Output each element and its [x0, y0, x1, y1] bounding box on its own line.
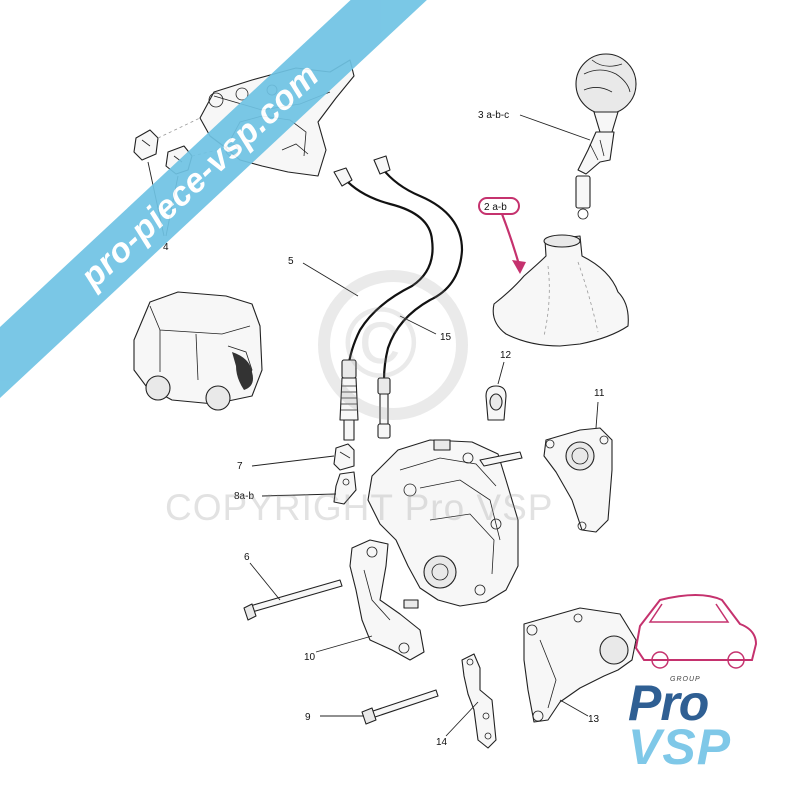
callout-13: 13 — [588, 714, 600, 725]
logo-group-text: GROUP — [670, 676, 701, 683]
bolt-6-part — [243, 579, 343, 621]
logo-car-icon — [634, 594, 758, 669]
callout-4: 4 — [163, 242, 169, 253]
callout-14: 14 — [436, 737, 448, 748]
callout-2: 2 a-b — [484, 202, 507, 213]
bracket-11-part — [543, 427, 613, 533]
callout-7: 7 — [237, 461, 243, 472]
callout-6: 6 — [244, 552, 250, 563]
highlight-arrow-head — [512, 260, 526, 274]
logo-vsp-text: VSP — [628, 719, 732, 775]
callout-8: 8a-b — [234, 491, 254, 502]
callout-12: 12 — [500, 350, 512, 361]
gearbox-part — [367, 439, 523, 609]
provsp-logo: GROUP Pro VSP — [618, 588, 788, 788]
car-thumbnail — [133, 291, 263, 411]
highlight-circle — [478, 197, 520, 215]
gear-boot-part — [492, 234, 629, 347]
callout-10: 10 — [304, 652, 316, 663]
plate-part — [333, 471, 357, 505]
bracket-10-part — [349, 539, 425, 661]
callout-3: 3 a-b-c — [478, 110, 509, 121]
highlight-arrow-line — [500, 213, 522, 269]
callout-9: 9 — [305, 712, 311, 723]
bolt-9-part — [361, 689, 439, 725]
cable-clip-part — [333, 443, 355, 471]
copyright-symbol-watermark: © — [344, 287, 418, 399]
bracket-13-part — [523, 607, 637, 723]
bracket-14-part — [461, 653, 497, 749]
callout-11: 11 — [594, 388, 605, 399]
logo-pro-text: Pro — [628, 675, 709, 731]
copyright-text-watermark: COPYRIGHT Pro VSP — [165, 487, 554, 528]
gear-knob-part — [575, 53, 637, 220]
clamp-part — [485, 385, 507, 421]
callout-5: 5 — [288, 256, 294, 267]
